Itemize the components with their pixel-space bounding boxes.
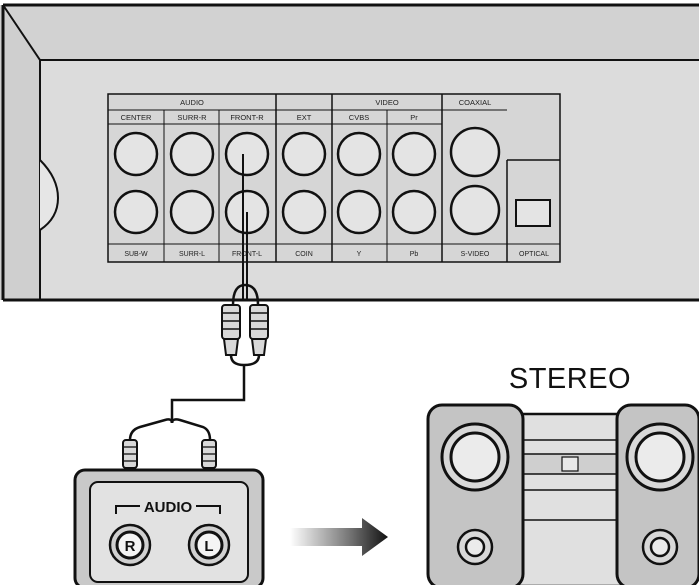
label-ext: EXT [297,113,312,122]
label-cvbs: CVBS [349,113,369,122]
stereo-speaker-left [426,403,525,585]
label-coin: COIN [295,251,313,258]
label-surr-r: SURR-R [177,113,207,122]
label-pb: Pb [410,251,419,258]
audio-jack-r [108,523,152,567]
stereo-title: STEREO [509,363,631,395]
jack-cvbs [336,131,382,177]
label-surr-l: SURR-L [179,251,205,258]
jack-sub-w [113,189,159,235]
jacks-bottom-row [113,184,551,236]
jack-surr-r [169,131,215,177]
label-optical: OPTICAL [519,251,549,258]
audio-input-label: AUDIO [144,499,193,516]
arrow-icon [290,518,388,556]
jack-front-r [224,131,270,177]
connector-panel [107,93,561,263]
cable-run [128,365,246,441]
label-sub-w: SUB-W [124,251,148,258]
audio-jack-l [187,523,231,567]
group-label-video: VIDEO [375,98,399,107]
jack-coaxial [449,126,501,178]
label-y: Y [357,251,362,258]
audio-jack-l-label: L [204,538,213,555]
label-front-r: FRONT-R [230,113,264,122]
label-s-video: S-VIDEO [461,251,490,258]
rca-plug-pair-upper [221,304,269,367]
jack-optical [515,199,551,227]
audio-cable [231,154,260,306]
side-notch [39,159,60,231]
stereo-system [426,403,699,585]
group-label-audio: AUDIO [180,98,204,107]
jack-y [336,189,382,235]
jacks-top-row [113,126,501,178]
label-pr: Pr [410,113,418,122]
audio-input-panel [73,468,265,585]
stereo-speaker-right [615,403,699,585]
jack-s-video [449,184,501,236]
jack-center [113,131,159,177]
jack-surr-l [169,189,215,235]
audio-jack-r-label: R [125,538,136,555]
jack-ext [281,131,327,177]
label-center: CENTER [121,113,152,122]
jack-coin [281,189,327,235]
jack-pb [391,189,437,235]
jack-pr [391,131,437,177]
group-label-coaxial: COAXIAL [459,98,492,107]
